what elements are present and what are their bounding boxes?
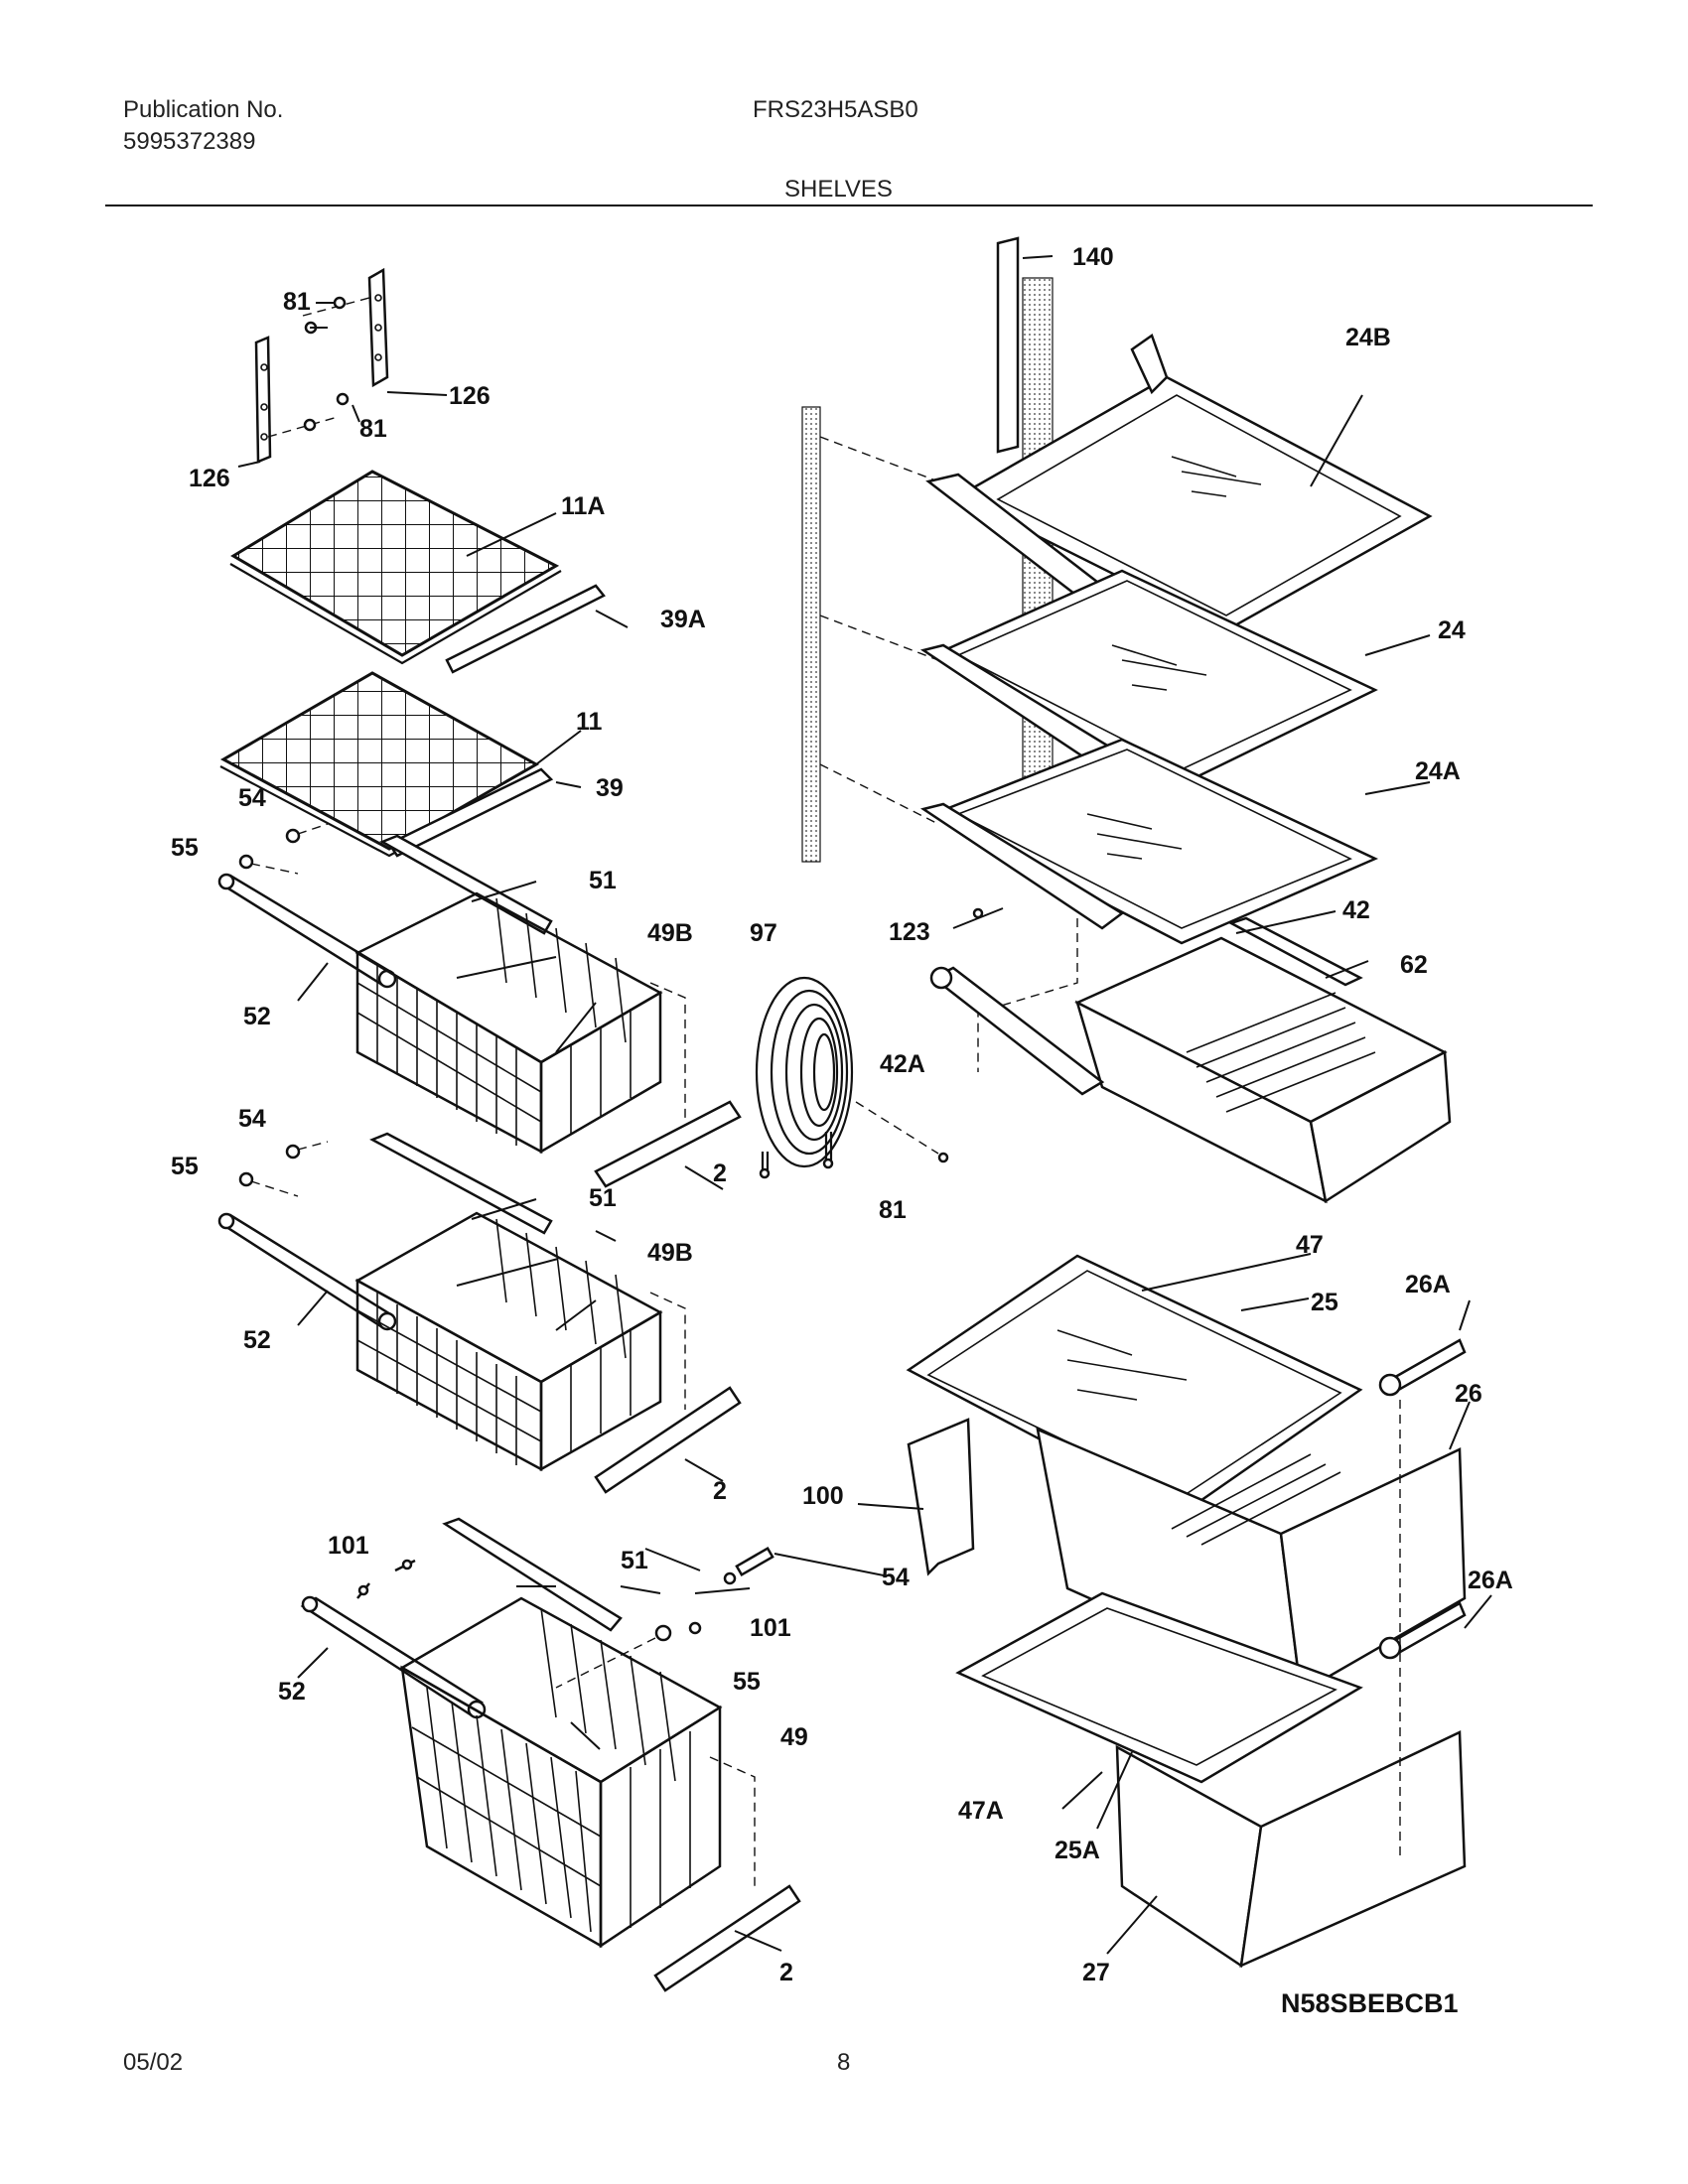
label-140: 140 (1072, 243, 1114, 271)
condenser-coil-97 (755, 976, 854, 1179)
label-51-a: 51 (589, 867, 617, 894)
label-81-a: 81 (283, 288, 311, 316)
label-81-b: 81 (359, 415, 387, 443)
label-49b-b: 49B (647, 1239, 693, 1267)
spacer-55-middle (238, 1171, 254, 1187)
screw-81-top (304, 296, 347, 335)
glass-shelf-24b (925, 334, 1433, 632)
label-49: 49 (780, 1723, 808, 1751)
label-81-c: 81 (879, 1196, 907, 1224)
basket-trim-2-upper (594, 1100, 742, 1188)
label-24b: 24B (1345, 324, 1391, 351)
spacer-55-upper (238, 854, 254, 870)
screw-54-lower (735, 1546, 774, 1577)
label-126-a: 126 (449, 382, 491, 410)
label-11: 11 (576, 708, 603, 736)
label-52-b: 52 (243, 1326, 271, 1354)
rear-rail (801, 406, 821, 863)
label-42: 42 (1342, 896, 1370, 924)
label-55-c: 55 (733, 1668, 761, 1696)
part-labels: 81 126 81 126 11A 39A 11 39 54 55 51 49B… (171, 243, 1513, 1986)
label-54-b: 54 (238, 1105, 266, 1133)
label-126-b: 126 (189, 465, 230, 492)
slide-rail-52-lower (300, 1595, 487, 1719)
label-24a: 24A (1415, 757, 1461, 785)
section-title: SHELVES (784, 176, 893, 203)
screw-81-coil (937, 1152, 949, 1163)
slide-rail-51-upper (379, 834, 553, 935)
crisper-pan-62 (1074, 936, 1452, 1204)
label-51-c: 51 (621, 1547, 648, 1574)
pan-rail-42a (929, 966, 1105, 1096)
label-26: 26 (1455, 1380, 1482, 1408)
spacer-55-lower (654, 1624, 672, 1642)
screw-101-left (356, 1559, 416, 1599)
label-2-b: 2 (713, 1477, 727, 1505)
screw-54-middle (285, 1144, 301, 1160)
header-divider (105, 205, 1593, 206)
label-26a-b: 26A (1468, 1567, 1513, 1594)
label-47a: 47A (958, 1797, 1004, 1825)
wire-basket-49 (399, 1596, 723, 1949)
label-51-b: 51 (589, 1184, 617, 1212)
label-27: 27 (1082, 1959, 1110, 1986)
label-25: 25 (1311, 1289, 1338, 1316)
crisper-cover-25a (955, 1591, 1363, 1784)
label-62: 62 (1400, 951, 1428, 979)
label-101-b: 101 (750, 1614, 791, 1642)
drawer-bracket-26a-lower (1378, 1601, 1467, 1660)
shelf-trim-39a (445, 584, 606, 674)
label-52-a: 52 (243, 1003, 271, 1030)
label-25a: 25A (1055, 1837, 1100, 1864)
label-11a: 11A (561, 492, 605, 520)
pan-rail-42 (1227, 916, 1363, 987)
slide-rail-52-upper (217, 873, 397, 989)
screw-81-bottom (303, 392, 350, 432)
label-52-c: 52 (278, 1678, 306, 1706)
label-39: 39 (596, 774, 624, 802)
wire-basket-49b-middle (354, 1211, 663, 1472)
label-24: 24 (1438, 616, 1466, 644)
label-47: 47 (1296, 1231, 1324, 1259)
screw-123 (972, 907, 984, 919)
label-49b-a: 49B (647, 919, 693, 947)
drawer-bracket-26a-upper (1378, 1338, 1467, 1397)
label-55-b: 55 (171, 1153, 199, 1180)
slide-rail-51-middle (369, 1132, 553, 1235)
label-39a: 39A (660, 606, 706, 633)
page-number: 8 (837, 2049, 851, 2076)
label-100: 100 (802, 1482, 844, 1510)
screw-101-right (688, 1571, 737, 1635)
label-2-a: 2 (713, 1160, 727, 1187)
glass-shelf-24a (919, 738, 1379, 945)
crisper-drawer-27 (1115, 1730, 1467, 1969)
basket-trim-2-lower (653, 1884, 801, 1992)
wire-basket-49b-upper (354, 891, 663, 1155)
label-42a: 42A (880, 1050, 925, 1078)
ladder-bracket-right (367, 267, 389, 388)
wire-shelf-11 (219, 671, 542, 858)
screw-54-upper (285, 828, 301, 844)
diagram-code: N58SBEBCB1 (1281, 1988, 1459, 2018)
label-26a-a: 26A (1405, 1271, 1451, 1298)
label-2-c: 2 (779, 1959, 793, 1986)
label-97: 97 (750, 919, 777, 947)
ladder-bracket-left (254, 336, 272, 464)
shelf-trim-39 (387, 767, 554, 858)
wire-shelf-11a (229, 470, 562, 665)
basket-trim-2-middle (594, 1386, 742, 1494)
label-54-a: 54 (238, 784, 266, 812)
publication-label: Publication No. (123, 96, 284, 123)
model-number: FRS23H5ASB0 (753, 96, 918, 123)
publication-number: 5995372389 (123, 128, 256, 155)
footer-date: 05/02 (123, 2049, 184, 2076)
slide-rail-52-middle (217, 1212, 397, 1331)
slide-rail-51-lower (442, 1517, 623, 1632)
label-54-c: 54 (882, 1564, 910, 1591)
side-panel-100 (907, 1418, 975, 1576)
label-101-a: 101 (328, 1532, 369, 1560)
label-123: 123 (889, 918, 930, 946)
label-55-a: 55 (171, 834, 199, 862)
